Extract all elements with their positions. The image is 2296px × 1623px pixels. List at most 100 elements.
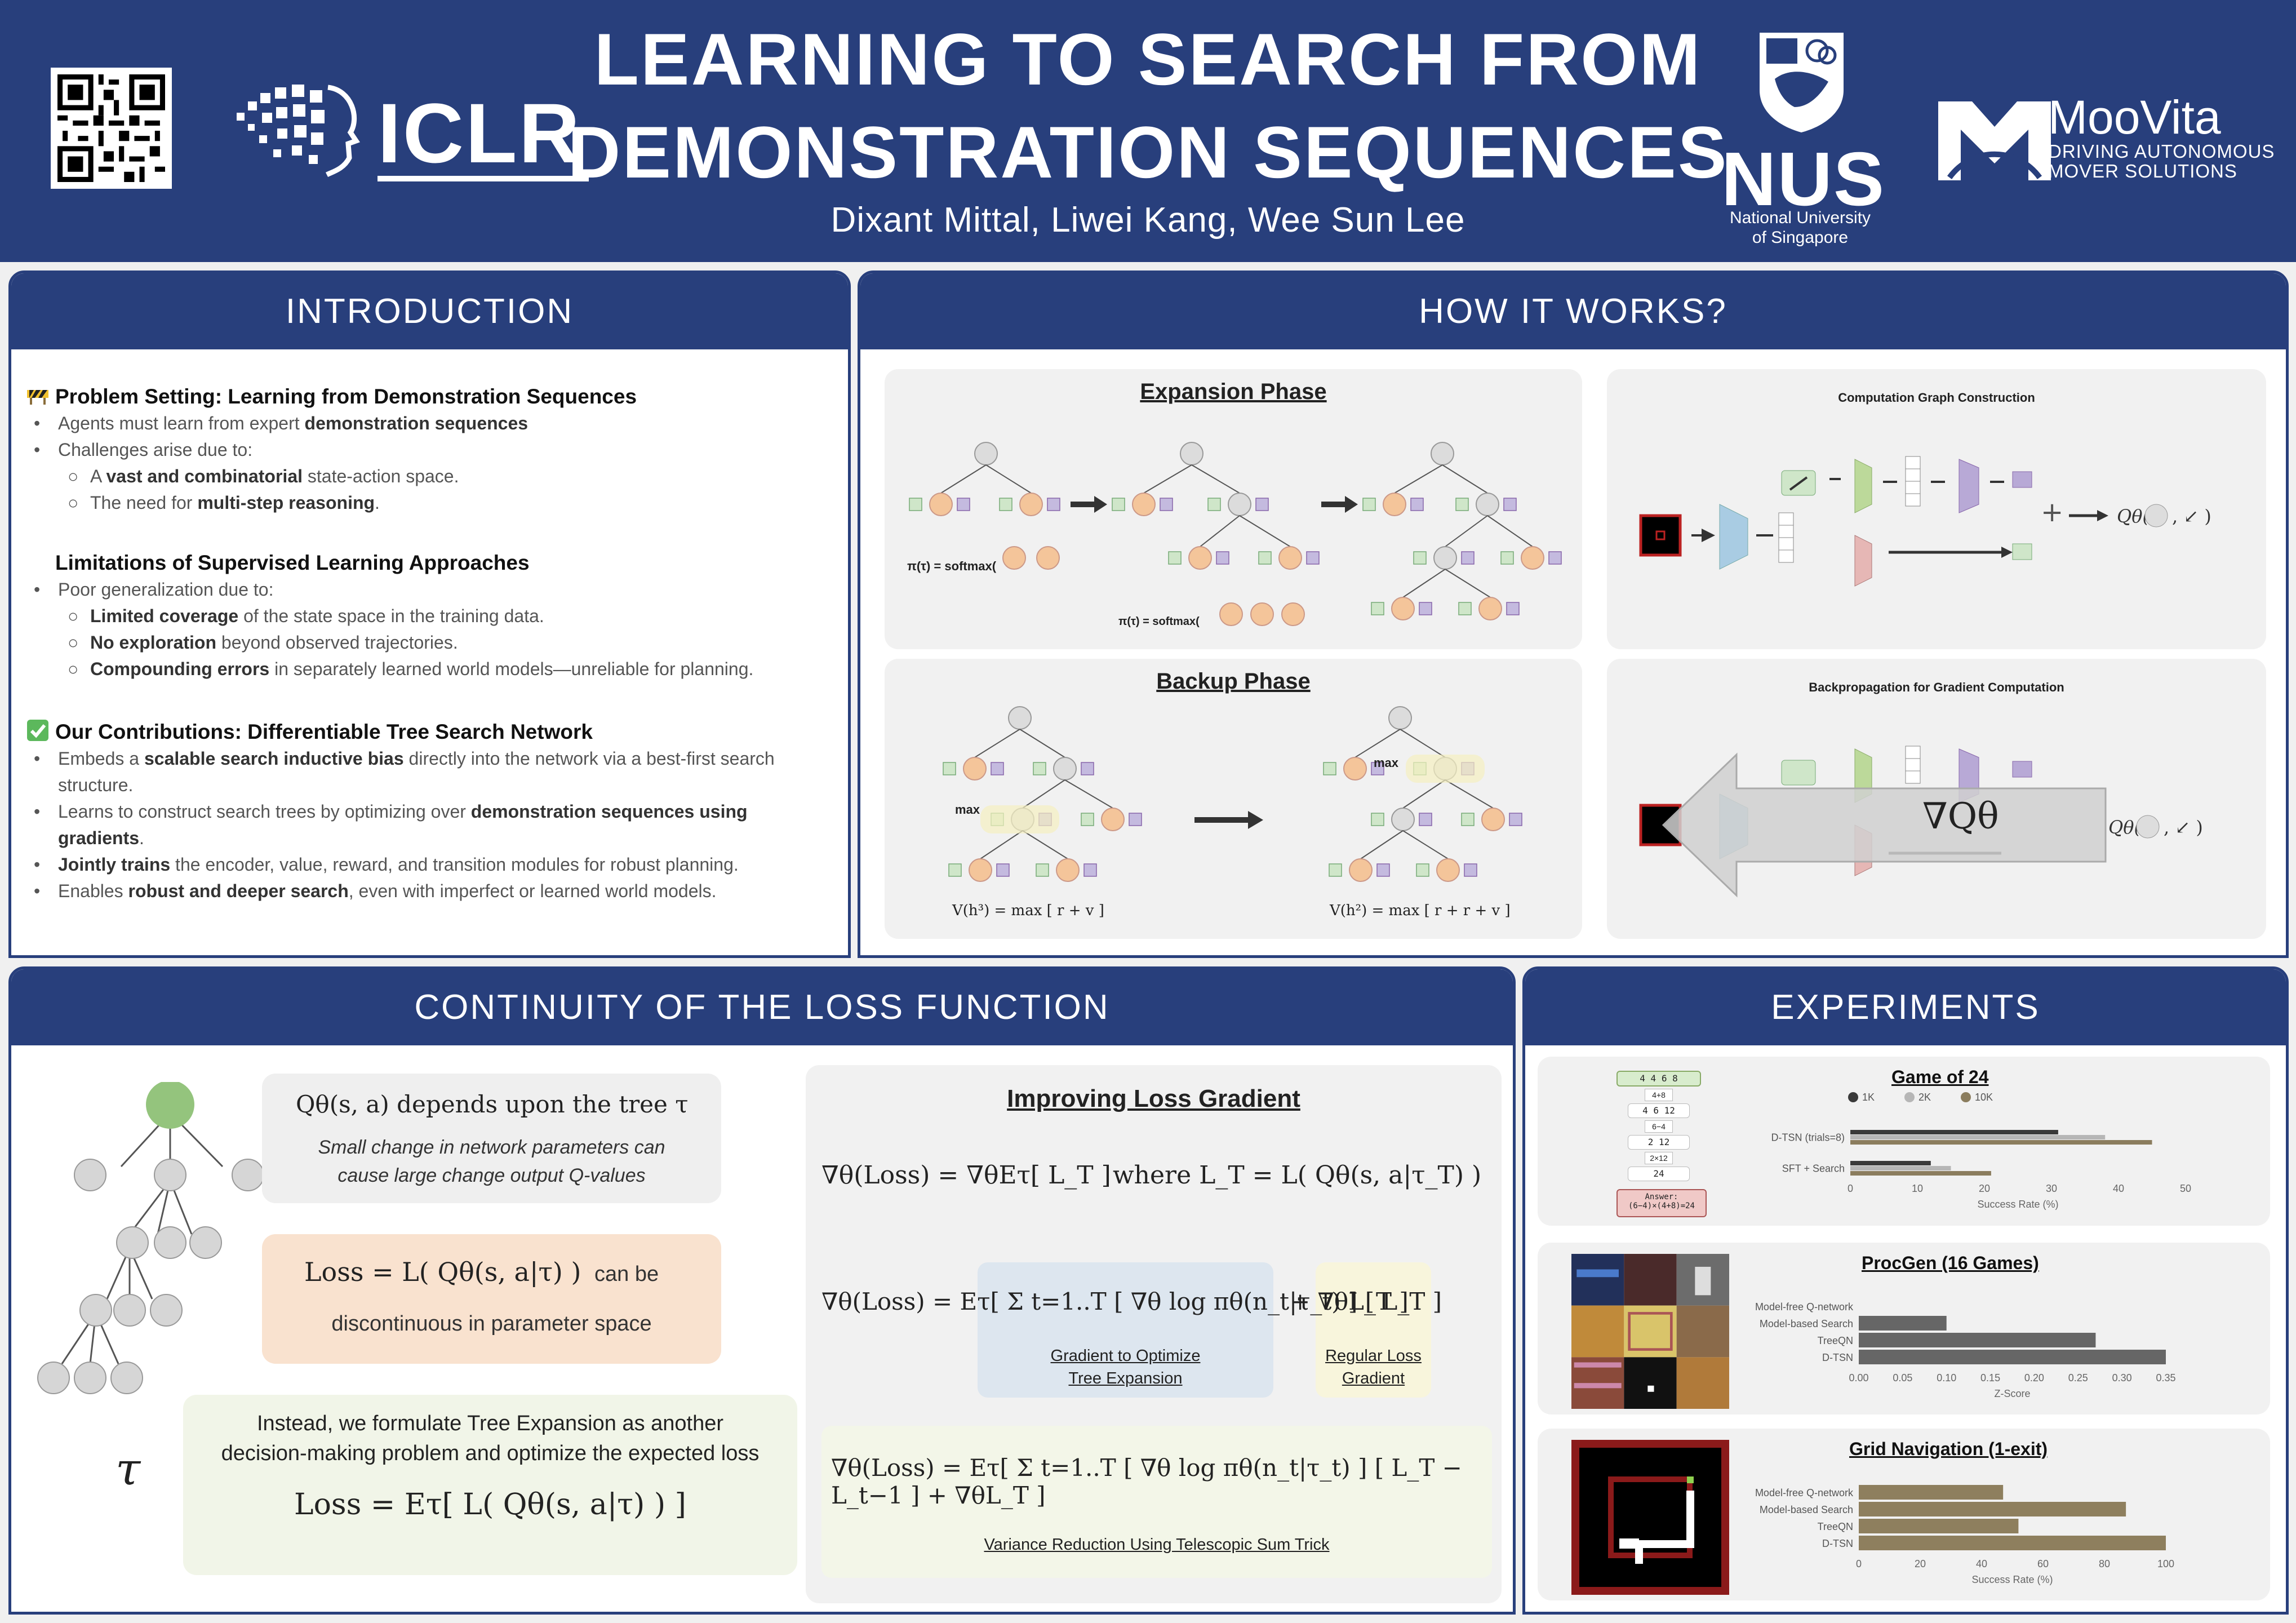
chart-category-label: SFT + Search [1782,1163,1845,1174]
tree-node [1101,808,1125,831]
chart-category-label: D-TSN [1822,1352,1853,1363]
chart-tick-label: 30 [2046,1183,2057,1194]
section-heading: EXPERIMENTS [1525,969,2286,1045]
arrow-right-icon [1345,496,1358,513]
tree-node [929,493,953,516]
chart-tick-label: 20 [1915,1558,1926,1569]
tree-box [1419,602,1432,615]
tree-edge [1402,569,1446,598]
backprop-diagram: Qθ( , ↙ ) [1639,746,2203,898]
chart-bar [1859,1519,2019,1533]
tree-node [1281,602,1305,626]
tree-box [1413,551,1427,565]
variance-reduction-label: Variance Reduction Using Telescopic Sum … [984,1536,1330,1554]
tree-edge [1487,515,1533,547]
bullet-dot: • [34,413,41,433]
backup-tree-diagram: V(h³) = max [ r + v ]V(h²) = max [ r + r… [943,706,1522,919]
tree-box [1081,762,1094,775]
tree-edge [985,464,1032,494]
chart-bar [1859,1536,2166,1550]
chart-category-label: Model-based Search [1760,1504,1853,1515]
bullet-circle: ○ [68,632,79,653]
tree-box [1506,602,1520,615]
tree-box [1376,863,1390,877]
discontinuous-text: discontinuous in parameter space [331,1312,652,1336]
game24-op: 2×12 [1645,1152,1673,1164]
tree-node [1521,546,1544,570]
tree-node [1008,706,1032,730]
tree-edge [1064,779,1113,809]
tree-box [1548,551,1562,565]
checkmark-icon [27,720,48,741]
nus-crest-icon [1755,28,1848,135]
chart-category-label: Model-free Q-network [1755,1487,1854,1498]
tree-box [1419,813,1432,826]
game24-solution-tree: 4 4 6 8 4+8 4 6 12 6−4 2 12 2×12 24 Answ… [1616,1071,1707,1220]
max-label: max [955,802,980,817]
gradient-to-optimize-label: Gradient to Optimize [1050,1347,1201,1365]
chart-tick-label: 0.05 [1893,1372,1912,1383]
backprop-card: Backpropagation for Gradient Computation… [1607,659,2266,939]
tree-box [1461,813,1475,826]
moovita-logo-text: MooVita [2048,91,2221,144]
intro-subitem: A vast and combinatorial state-action sp… [90,466,459,486]
tree-edge [1191,464,1240,494]
qr-code-icon [57,74,165,182]
legend-marker [1904,1092,1915,1102]
highlight-box [1406,755,1485,783]
tree-edge [1143,464,1192,494]
tree-box [996,863,1010,877]
gradient-equation-3: ∇θ(Loss) = Eτ[ Σ t=1..T [ ∇θ log πθ(n_t|… [831,1454,1462,1509]
highlight-box [980,805,1059,833]
chart-tick-label: 0.20 [2024,1372,2044,1383]
limitations-title: Limitations of Supervised Learning Appro… [55,551,530,574]
chart-tick-label: 0.15 [1980,1372,2000,1383]
gradient-equation-2: ∇θ(Loss) = Eτ[ Σ t=1..T [ ∇θ log πθ(n_t|… [821,1288,1442,1315]
intro-item: Poor generalization due to: [58,579,274,600]
game24-op: 4+8 [1645,1089,1673,1101]
qr-code[interactable] [51,68,172,189]
tree-edge [1022,830,1068,859]
intro-item: Learns to construct search trees by opti… [58,801,748,822]
procgen-title: ProcGen (16 Games) [1862,1253,2039,1273]
svg-text:, ↙ ): , ↙ ) [2172,505,2211,527]
bullet-dot: • [34,801,41,822]
value-backup-equation: V(h³) = max [ r + v ] [952,902,1104,919]
tree-box [1207,498,1221,511]
chart-bar [1850,1140,2152,1145]
tree-node [1481,808,1505,831]
introduction-panel: INTRODUCTION Problem Setting: Learning f… [8,270,851,958]
tree-node [1476,493,1499,516]
tree-edge [1400,729,1446,758]
tree-box [1036,863,1049,877]
chart-tick-label: 0 [1848,1183,1853,1194]
iclr-underline [378,176,589,181]
chart-bar [1859,1502,2126,1516]
game24-node: 4 6 12 [1628,1103,1690,1118]
tree-node [1388,706,1412,730]
softmax-label: π(τ) = softmax( [1118,615,1200,628]
tree-node [1343,757,1367,781]
bullet-dot: • [34,854,41,875]
tree-edge [1402,779,1446,809]
legend-label: 1K [1862,1092,1875,1103]
nus-subtitle: National University [1729,209,1871,227]
tree-box [1371,762,1384,775]
can-be-text: can be [594,1262,659,1286]
tree-box [1503,498,1517,511]
tree-box [1083,863,1097,877]
chart-tick-label: 100 [2157,1558,2174,1569]
computation-graph-card: Computation Graph Construction + [1607,369,2266,649]
tree-edge [1402,830,1449,859]
gradient-equation-1: ∇θ(Loss) = ∇θEτ[ L_T ] [821,1161,1111,1190]
chart-category-label: TreeQN [1818,1521,1853,1532]
tree-expansion-highlight [978,1262,1273,1398]
tree-box [1160,498,1173,511]
tree-box [1168,551,1182,565]
tree-edge [974,729,1020,758]
backup-phase-card: Backup Phase V(h³) = max [ r + v ]V(h²) … [885,659,1582,939]
tree-box [948,863,962,877]
bullet-dot: • [34,748,41,769]
